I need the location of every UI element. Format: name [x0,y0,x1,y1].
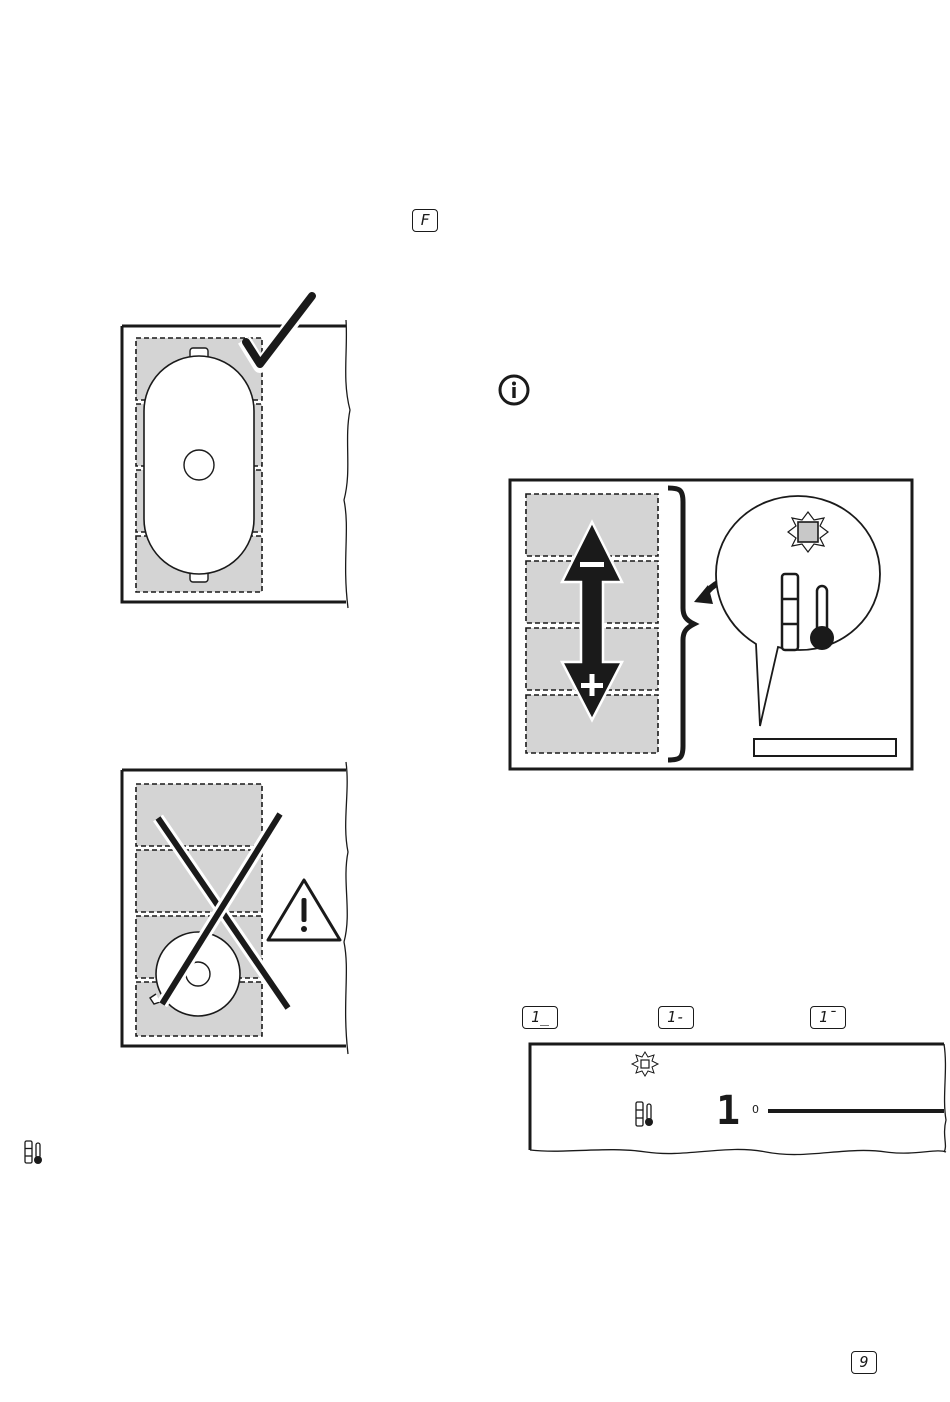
level-indicator-high: 1¯ [810,1006,846,1029]
page-number: 9 [851,1351,877,1374]
bridge-thermometer-icon [24,1140,44,1166]
figure-incorrect-round-pot [110,758,360,1058]
function-key-indicator: F [412,209,438,232]
flashing-indicator-icon [632,1052,658,1076]
figure-correct-oval-pot [110,290,360,610]
display-bar [754,739,896,756]
level-indicator-low: 1_ [522,1006,558,1029]
oval-pot-icon [144,348,254,582]
info-icon [498,374,530,406]
level-indicator-mid: 1- [658,1006,694,1029]
flashing-indicator-icon [788,512,828,552]
bridge-thermometer-icon [636,1102,653,1126]
seven-segment-display: 1 [716,1088,740,1134]
figure-bridge-zone-control [508,478,914,772]
warning-icon [268,880,340,940]
slider-zero-label: 0 [752,1103,759,1116]
